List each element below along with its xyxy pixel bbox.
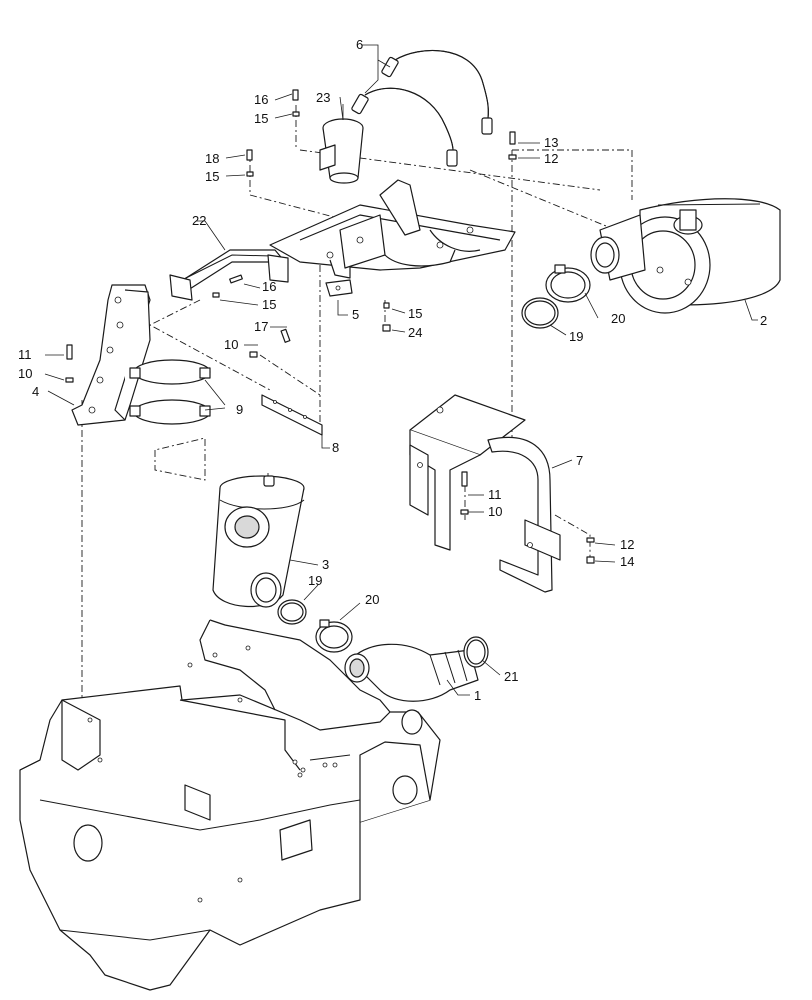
mounting-frame bbox=[269, 179, 516, 279]
nut-14 bbox=[586, 556, 595, 564]
callout-labels: 6 16 23 15 13 12 18 15 22 16 15 5 15 24 … bbox=[18, 37, 767, 703]
leader-lines bbox=[44, 44, 758, 696]
callout-24: 24 bbox=[408, 325, 422, 340]
part-6-hoses bbox=[351, 49, 493, 167]
callout-3: 3 bbox=[322, 557, 329, 572]
part-5-plate bbox=[325, 279, 353, 297]
callout-21: 21 bbox=[504, 669, 518, 684]
callout-10: 10 bbox=[224, 337, 238, 352]
callout-20: 20 bbox=[365, 592, 379, 607]
callout-19: 19 bbox=[569, 329, 583, 344]
callout-8: 8 bbox=[332, 440, 339, 455]
bolt-16-upper bbox=[292, 89, 299, 101]
callout-15: 15 bbox=[262, 297, 276, 312]
callout-16: 16 bbox=[254, 92, 268, 107]
washer-15-mid bbox=[212, 292, 220, 298]
callout-10: 10 bbox=[488, 504, 502, 519]
part-20-clamp-upper bbox=[545, 264, 591, 303]
bolt-16-mid bbox=[229, 274, 243, 284]
callout-23: 23 bbox=[316, 90, 330, 105]
callout-22: 22 bbox=[192, 213, 206, 228]
part-4-bracket bbox=[71, 284, 151, 426]
chassis bbox=[19, 619, 441, 991]
callout-14: 14 bbox=[620, 554, 634, 569]
part-8-strip bbox=[261, 394, 323, 436]
callout-10: 10 bbox=[18, 366, 32, 381]
washer-15-upper bbox=[292, 111, 300, 117]
bolt-11-right bbox=[461, 471, 468, 487]
part-1-elbow bbox=[344, 643, 479, 702]
callout-9: 9 bbox=[236, 402, 243, 417]
part-21-ring bbox=[463, 636, 489, 668]
callout-16: 16 bbox=[262, 279, 276, 294]
callout-15: 15 bbox=[254, 111, 268, 126]
nut-24 bbox=[382, 324, 391, 332]
callout-4: 4 bbox=[32, 384, 39, 399]
washer-12-lower bbox=[586, 537, 595, 543]
callout-7: 7 bbox=[576, 453, 583, 468]
washer-10-left bbox=[65, 377, 74, 383]
callout-11: 11 bbox=[488, 487, 502, 502]
callout-5: 5 bbox=[352, 307, 359, 322]
callout-11: 11 bbox=[18, 347, 32, 362]
callout-1: 1 bbox=[474, 688, 481, 703]
part-20-clamp-lower bbox=[315, 619, 353, 653]
callout-13: 13 bbox=[544, 135, 558, 150]
callout-19: 19 bbox=[308, 573, 322, 588]
washer-15-right bbox=[383, 302, 390, 309]
bolt-13 bbox=[509, 131, 516, 145]
callout-6: 6 bbox=[356, 37, 363, 52]
callout-18: 18 bbox=[205, 151, 219, 166]
washer-10-mid bbox=[249, 351, 258, 358]
part-19-ring-upper bbox=[521, 297, 559, 329]
callout-2: 2 bbox=[760, 313, 767, 328]
bolt-11-left bbox=[66, 344, 73, 360]
part-23-intake bbox=[319, 104, 364, 184]
part-2-muffler bbox=[590, 198, 781, 314]
part-7-stand bbox=[409, 394, 561, 593]
callout-17: 17 bbox=[254, 319, 268, 334]
callout-12: 12 bbox=[544, 151, 558, 166]
part-22-rail bbox=[169, 249, 289, 301]
washer-12-upper bbox=[508, 154, 517, 160]
callout-20: 20 bbox=[611, 311, 625, 326]
part-3-canister bbox=[212, 475, 305, 608]
bolt-17 bbox=[280, 328, 291, 343]
part-19-ring-lower bbox=[277, 599, 307, 625]
bolt-18 bbox=[246, 149, 253, 161]
callout-15: 15 bbox=[408, 306, 422, 321]
washer-10-right bbox=[460, 509, 469, 515]
washer-15-left bbox=[246, 171, 254, 177]
callout-15: 15 bbox=[205, 169, 219, 184]
callout-12: 12 bbox=[620, 537, 634, 552]
part-9-clamps bbox=[129, 359, 211, 425]
hardware bbox=[65, 89, 595, 564]
